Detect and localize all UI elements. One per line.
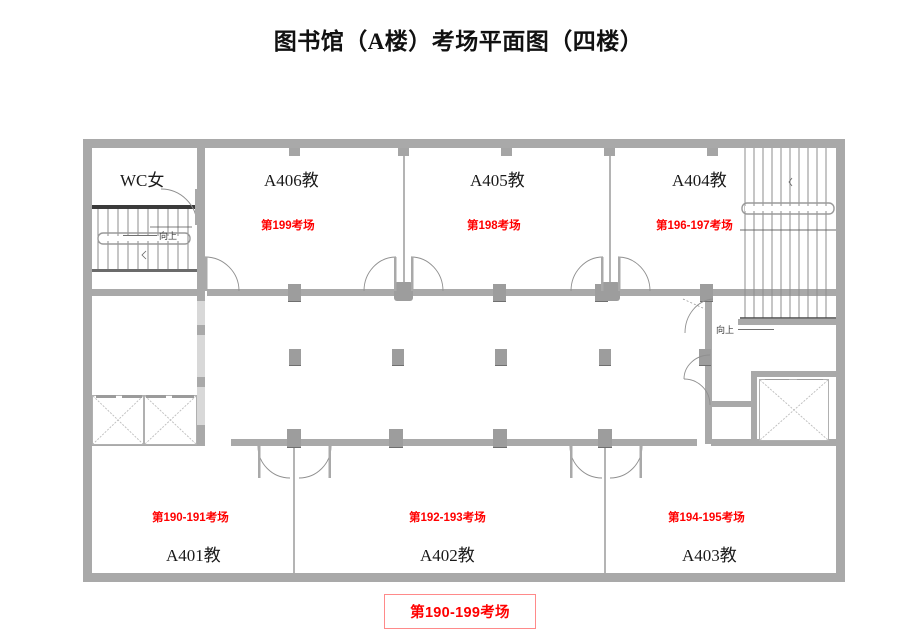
- corridor-round-column-1: [394, 282, 413, 301]
- corridor-free-column-2: [392, 349, 404, 366]
- outer-wall-left: [83, 139, 92, 582]
- outer-wall-top: [83, 139, 845, 148]
- exam-label-a402: 第192-193考场: [409, 512, 486, 524]
- stair-left: [92, 205, 197, 273]
- floor-plan: 向上: [83, 139, 845, 582]
- door-right-stair-lobby: [682, 298, 714, 334]
- partition-nub-top-2: [398, 148, 409, 156]
- partition-nub-top-5: [707, 148, 718, 156]
- page-title: 图书馆（A楼）考场平面图（四楼）: [273, 29, 644, 54]
- partition-a406-a405: [403, 148, 405, 289]
- door-a405-left: [410, 256, 444, 292]
- stair-right-arrow: [738, 329, 774, 330]
- shaft-left-1: [92, 395, 144, 445]
- window-slot-left-3: [197, 387, 205, 425]
- door-a404-left: [617, 256, 651, 292]
- door-a406-right: [363, 256, 397, 292]
- outer-wall-bottom: [83, 573, 845, 582]
- exam-label-a403: 第194-195考场: [668, 512, 745, 524]
- room-label-a401: A401教: [166, 546, 221, 565]
- door-a406-left: [204, 256, 240, 292]
- stair-right-steps-upper: [740, 148, 836, 298]
- room-label-a406: A406教: [264, 171, 319, 190]
- corridor-column-s4: [598, 429, 612, 448]
- corridor-wall-north-left: [83, 289, 205, 296]
- right-stair-wall-bottom: [738, 319, 836, 325]
- wc-block-wall-vertical: [197, 139, 205, 296]
- corridor-round-column-2: [601, 282, 620, 301]
- stair-right: [740, 296, 836, 321]
- corridor-free-column-1: [289, 349, 301, 366]
- stair-left-arrow: [123, 235, 157, 236]
- corridor-free-column-3: [495, 349, 507, 366]
- corridor-free-column-5: [699, 349, 711, 366]
- window-slot-left-2: [197, 335, 205, 377]
- partition-nub-top-4: [604, 148, 615, 156]
- partition-a405-a404: [609, 148, 611, 289]
- exam-label-a406: 第199考场: [261, 220, 315, 232]
- partition-nub-top-3: [501, 148, 512, 156]
- corridor-column-s1: [287, 429, 301, 448]
- right-service-wall-vertical: [705, 289, 712, 444]
- corridor-wall-south-right: [711, 439, 836, 446]
- room-label-a403: A403教: [682, 546, 737, 565]
- door-a402-left: [298, 445, 332, 479]
- stair-left-direction-label: 向上: [159, 231, 178, 241]
- door-wc-female: [160, 188, 198, 226]
- exam-label-a401: 第190-191考场: [152, 512, 229, 524]
- door-a401-right: [257, 445, 291, 479]
- shaft-left-2: [144, 395, 197, 445]
- corridor-column-s2: [389, 429, 403, 448]
- partition-a401-a402: [293, 446, 295, 573]
- corridor-wall-south-main: [231, 439, 697, 446]
- corridor-column-n4: [700, 284, 713, 302]
- right-service-connector: [705, 401, 757, 407]
- outer-wall-right: [836, 139, 845, 582]
- exam-label-a405: 第198考场: [467, 220, 521, 232]
- room-label-a404: A404教: [672, 171, 727, 190]
- right-shaft-wall-top: [751, 371, 836, 377]
- corridor-free-column-4: [599, 349, 611, 366]
- room-label-wc-female: WC女: [120, 171, 165, 190]
- door-a403-left: [609, 445, 643, 479]
- corridor-column-s3: [493, 429, 507, 448]
- door-a405-right: [570, 256, 604, 292]
- corridor-column-n2: [493, 284, 506, 302]
- right-shaft-wall-left: [751, 371, 757, 446]
- corridor-column-n1: [288, 284, 301, 302]
- door-right-service-b: [680, 378, 711, 406]
- legend-label: 第190-199考场: [410, 605, 510, 621]
- window-slot-left-1: [197, 301, 205, 325]
- exam-label-a404: 第196-197考场: [656, 220, 733, 232]
- legend-box: 第190-199考场: [384, 594, 536, 629]
- corridor-wall-north-main: [207, 289, 836, 296]
- room-label-a405: A405教: [470, 171, 525, 190]
- partition-nub-top-1: [289, 148, 300, 156]
- room-label-a402: A402教: [420, 546, 475, 565]
- stair-right-direction-label: 向上: [716, 325, 735, 335]
- shaft-right-1: [759, 379, 829, 441]
- door-right-service-a: [680, 354, 711, 380]
- door-a402-right: [569, 445, 603, 479]
- partition-a402-a403: [604, 446, 606, 573]
